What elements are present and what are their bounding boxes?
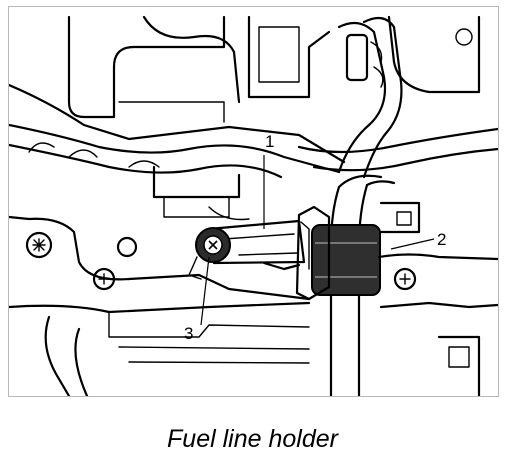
lower-housing [9, 215, 311, 396]
bracket-arm [207, 219, 306, 271]
leader-lines [200, 155, 435, 326]
connector-block [152, 165, 250, 221]
fuel-line-holder-clamp [295, 205, 381, 301]
figure-caption: Fuel line holder [167, 425, 338, 453]
bolt-3 [188, 227, 231, 280]
upper-housing [9, 15, 481, 164]
callout-2: 2 [437, 230, 447, 249]
callout-1: 1 [265, 132, 275, 151]
callout-3: 3 [184, 324, 194, 343]
right-housing [377, 201, 498, 396]
technical-illustration: 1 2 3 [8, 6, 499, 397]
wiring-harness [9, 16, 498, 179]
engine-line-drawing [9, 15, 498, 396]
